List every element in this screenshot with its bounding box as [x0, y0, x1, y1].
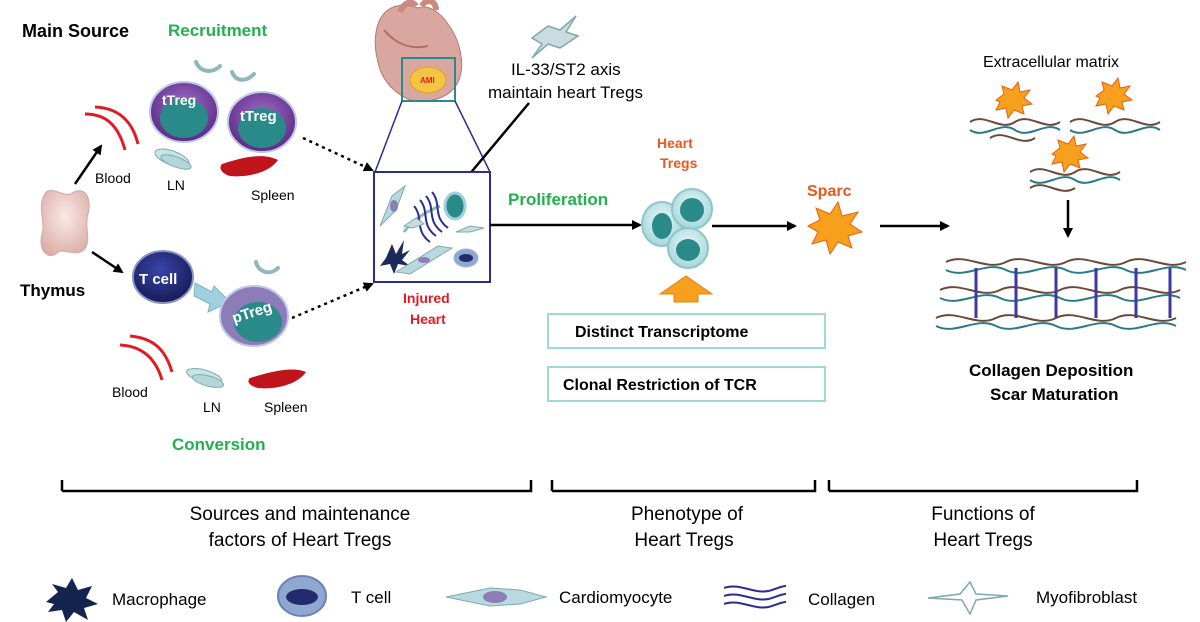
bracket-sources: [60, 480, 533, 493]
bracket-functions: [827, 480, 1139, 493]
clonal-restriction-label: Clonal Restriction of TCR: [563, 377, 757, 394]
svg-text:tTreg: tTreg: [162, 92, 196, 108]
heart-tregs-label-line1: Heart: [657, 135, 693, 151]
ttreg-cell-1: tTreg: [149, 81, 219, 143]
sparc-on-ecm-icons: [995, 76, 1134, 174]
legend-cardiomyocyte: Cardiomyocyte: [559, 588, 672, 607]
svg-text:tTreg: tTreg: [240, 108, 277, 125]
spleen-icon-bottom: [248, 369, 306, 389]
svg-text:T cell: T cell: [139, 271, 177, 288]
arrow-thymus-to-blood: [73, 144, 103, 185]
il33-label-line2: maintain heart Tregs: [488, 83, 643, 102]
thymus-label: Thymus: [20, 281, 85, 300]
blood-vessel-icon-bottom: [119, 334, 174, 381]
blood-vessel-icon: [84, 105, 140, 151]
distinct-transcriptome-box: [547, 313, 826, 349]
injured-heart-contents: [379, 184, 485, 275]
sparc-label: Sparc: [807, 183, 852, 200]
t-cell-icon: T cell: [132, 250, 194, 304]
arrow-thymus-to-tcell: [91, 250, 124, 274]
ami-label: AMI: [420, 76, 435, 85]
legend-collagen: Collagen: [808, 590, 875, 609]
ami-zoom-box: [401, 57, 456, 102]
macrophage-icon: [46, 578, 98, 622]
il33-label-line1: IL-33/ST2 axis: [511, 60, 621, 79]
ln-label-top: LN: [167, 177, 185, 193]
spleen-icon: [220, 156, 278, 177]
legend-myofibroblast: Myofibroblast: [1036, 588, 1137, 607]
legend: Macrophage T cell Cardiomyocyte Collagen…: [46, 575, 1137, 622]
lymph-node-icon-bottom: [186, 368, 225, 388]
heart-icon: [374, 0, 463, 102]
blood-label-top: Blood: [95, 170, 131, 186]
heart-treg-cells: [641, 188, 713, 269]
blood-label-bottom: Blood: [112, 384, 148, 400]
ttreg-cell-2: tTreg: [227, 91, 297, 153]
legend-macrophage: Macrophage: [112, 590, 207, 609]
section-phenotype-line1: Phenotype of: [631, 504, 744, 525]
main-source-label: Main Source: [22, 21, 129, 41]
clonal-restriction-box: [547, 366, 826, 402]
spleen-label-bottom: Spleen: [264, 399, 308, 415]
sparc-burst-icon: [806, 200, 864, 256]
ptreg-cell: pTreg: [219, 285, 289, 347]
ecm-collagen-strands: [969, 118, 1161, 192]
collagen-crosslinks: [974, 268, 1172, 318]
bracket-phenotype: [550, 480, 817, 493]
dotted-arrow-conversion: [291, 282, 374, 320]
spleen-label-top: Spleen: [251, 187, 295, 203]
st2-receptor-icon-ptreg: [254, 260, 280, 275]
section-sources-line2: factors of Heart Tregs: [209, 530, 392, 551]
section-functions-line1: Functions of: [931, 504, 1035, 525]
distinct-transcriptome-label: Distinct Transcriptome: [575, 324, 748, 341]
conversion-label: Conversion: [172, 435, 266, 454]
collagen-icon: [723, 585, 787, 609]
injured-label-line2: Heart: [410, 311, 446, 327]
zoom-line-right: [454, 100, 491, 173]
injured-label-line1: Injured: [403, 290, 450, 306]
legend-t-cell: T cell: [351, 588, 391, 607]
section-sources-line1: Sources and maintenance: [190, 504, 411, 525]
collagen-deposition-label: Collagen Deposition: [969, 361, 1133, 380]
dotted-arrow-recruitment: [302, 136, 374, 172]
zoom-line-left: [374, 100, 403, 173]
ecm-label: Extracellular matrix: [983, 54, 1119, 71]
lymph-node-icon: [154, 148, 192, 170]
collagen-mesh: [935, 258, 1187, 330]
ln-label-bottom: LN: [203, 399, 221, 415]
cardiomyocyte-icon: [445, 587, 548, 607]
t-cell-legend-icon: [277, 575, 327, 617]
il33-st2-icon: [530, 15, 580, 59]
scar-maturation-label: Scar Maturation: [990, 385, 1118, 404]
thymus-icon: [40, 190, 90, 256]
st2-receptor-icon: [194, 60, 256, 82]
section-functions-line2: Heart Tregs: [933, 530, 1032, 551]
conversion-arrow-icon: [193, 282, 231, 313]
section-phenotype-line2: Heart Tregs: [634, 530, 733, 551]
recruitment-label: Recruitment: [168, 21, 268, 40]
heart-tregs-label-line2: Tregs: [660, 155, 698, 171]
myofibroblast-icon: [927, 580, 1009, 616]
up-arrow-icon: [658, 275, 714, 303]
proliferation-label: Proliferation: [508, 190, 608, 209]
